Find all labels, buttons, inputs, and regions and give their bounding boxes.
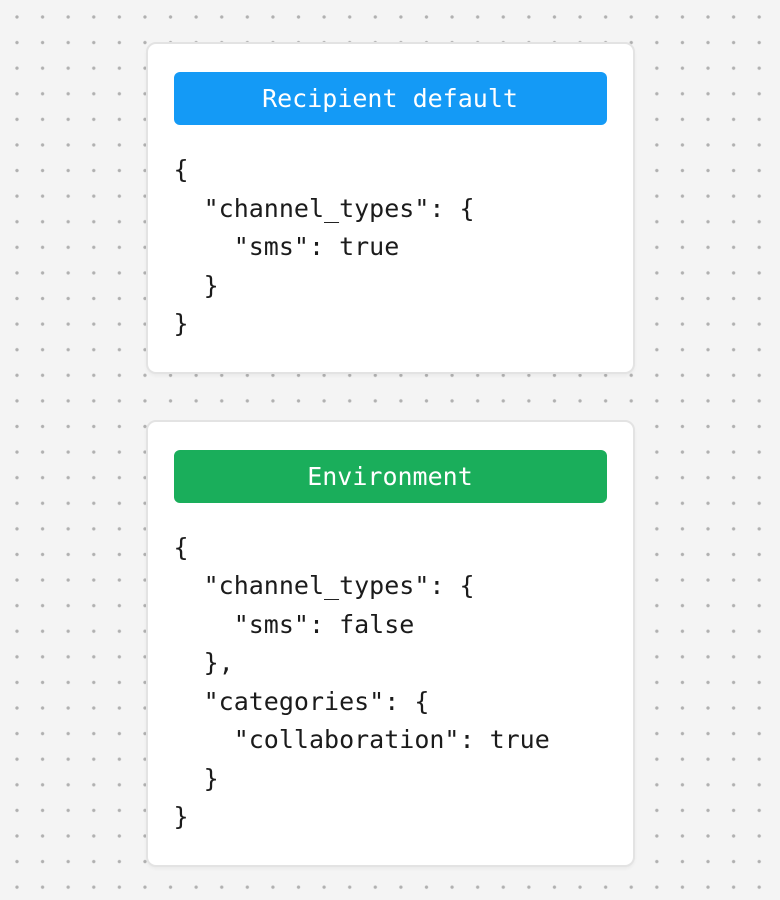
recipient-default-badge: Recipient default	[173, 72, 607, 125]
recipient-default-badge-label: Recipient default	[262, 84, 518, 113]
recipient-default-json-code: { "channel_types": { "sms": true } }	[173, 155, 475, 338]
environment-badge: Environment	[173, 449, 607, 503]
card-recipient-default: Recipient default { "channel_types": { "…	[145, 42, 635, 374]
environment-json-code: { "channel_types": { "sms": false }, "ca…	[173, 532, 550, 832]
environment-badge-label: Environment	[307, 461, 473, 491]
card-environment: Environment { "channel_types": { "sms": …	[145, 419, 635, 867]
